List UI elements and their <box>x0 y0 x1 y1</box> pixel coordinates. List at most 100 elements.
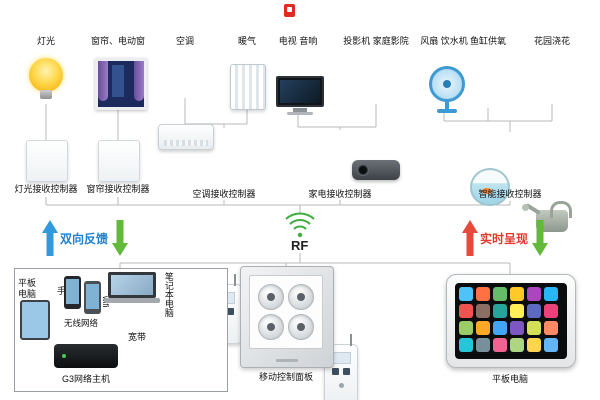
app-icon <box>510 321 524 335</box>
ctrl-key <box>227 308 234 315</box>
broadband-label: 宽带 <box>127 332 146 342</box>
window-pane <box>112 65 124 97</box>
panel-label: 移动控制面板 <box>258 372 313 382</box>
tv-stand <box>293 108 307 112</box>
panel-face <box>249 275 323 349</box>
app-icon <box>510 338 524 352</box>
phone-screen <box>66 279 79 304</box>
laptop-base <box>104 298 160 303</box>
antenna <box>350 334 352 346</box>
app-icon <box>476 338 490 352</box>
rf-signal-icon <box>285 212 315 238</box>
arrow-up-icon <box>462 220 478 256</box>
tablet-device <box>446 274 576 368</box>
fan-stem <box>445 102 449 109</box>
ctrl-key <box>343 368 350 375</box>
device-label-ac: 空调 <box>175 36 194 46</box>
receiver-label-ac: 空调接收控制器 <box>192 189 256 199</box>
fan-head <box>429 66 465 102</box>
panel-button[interactable] <box>288 314 314 340</box>
air-conditioner-icon <box>158 124 214 150</box>
wireless-network-label: 无线网络 <box>63 318 98 328</box>
mini-tablet-icon <box>20 300 50 340</box>
arrow-down-icon <box>112 220 128 256</box>
arrow-down-icon <box>532 220 548 256</box>
bulb-base <box>40 90 52 99</box>
app-icon <box>527 304 541 318</box>
tablet-label: 平板电脑 <box>491 374 528 384</box>
app-icon <box>459 321 473 335</box>
fishbowl-icon <box>470 168 510 206</box>
phone-screen <box>86 284 99 309</box>
app-icon <box>527 321 541 335</box>
fan-base <box>437 109 457 113</box>
watering-can-icon <box>522 201 572 232</box>
bulb-glass <box>29 58 63 92</box>
host-label: G3网络主机 <box>61 374 110 384</box>
receiver-label-smart: 智能接收控制器 <box>478 189 542 199</box>
device-label-heater: 暖气 <box>237 36 256 46</box>
app-icon <box>544 338 558 352</box>
projector-lens <box>357 164 369 176</box>
panel-button[interactable] <box>258 284 284 310</box>
device-label-projector: 投影机 家庭影院 <box>343 36 409 46</box>
arrow-up-icon <box>42 220 58 256</box>
network-host-icon <box>54 344 118 368</box>
device-label-garden: 花园浇花 <box>533 36 570 46</box>
app-icon <box>527 338 541 352</box>
app-icon <box>544 321 558 335</box>
panel-brand-mark <box>276 359 298 362</box>
rf-label: RF <box>291 238 309 253</box>
tv-screen-frame <box>276 76 324 107</box>
realtime-label: 实时呈现 <box>480 232 529 246</box>
curtain-window-icon <box>95 58 147 110</box>
tablet-screen[interactable] <box>455 283 567 359</box>
ctrl-display <box>331 352 351 364</box>
ctrl-key <box>332 368 339 375</box>
ctrl-dot <box>338 383 344 388</box>
ac-vent <box>164 140 208 146</box>
laptop-label: 笔记本电脑 <box>163 272 174 317</box>
curtain-receiver-box <box>98 140 140 182</box>
app-icon <box>493 338 507 352</box>
app-icon <box>459 287 473 301</box>
app-icon <box>476 287 490 301</box>
app-icon <box>476 321 490 335</box>
receiver-label-appliance: 家电接收控制器 <box>308 189 372 199</box>
app-icon <box>459 304 473 318</box>
tv-screen <box>280 80 320 103</box>
tv-foot <box>287 112 313 115</box>
curtain-left <box>98 61 108 101</box>
app-icon <box>493 304 507 318</box>
fan-icon <box>429 66 465 113</box>
panel-button[interactable] <box>288 284 314 310</box>
fish <box>482 188 492 194</box>
smartphone-icon <box>64 276 81 309</box>
ctrl-keys <box>325 368 357 375</box>
app-icon <box>493 321 507 335</box>
laptop-icon <box>108 272 156 298</box>
curtain-right <box>134 61 144 101</box>
app-icon <box>476 304 490 318</box>
device-label-fishtank: 鱼缸供氧 <box>469 36 506 46</box>
panel-button[interactable] <box>258 314 284 340</box>
router-led <box>62 354 66 358</box>
app-icon <box>544 287 558 301</box>
device-label-tv-audio: 电视 音响 <box>278 36 318 46</box>
can-nozzle <box>522 204 529 211</box>
app-icon <box>493 287 507 301</box>
tv-icon <box>276 76 324 115</box>
light-receiver-box <box>26 140 68 182</box>
smartphone-icon <box>84 281 101 314</box>
wall-control-panel <box>240 266 334 368</box>
app-icon <box>510 304 524 318</box>
watermark-logo <box>284 4 295 17</box>
receiver-label-light: 灯光接收控制器 <box>14 184 78 194</box>
app-icon <box>510 287 524 301</box>
antenna <box>234 274 236 286</box>
app-icon <box>459 338 473 352</box>
heater-icon <box>230 64 266 110</box>
device-label-light: 灯光 <box>36 36 55 46</box>
light-bulb-icon <box>29 58 63 99</box>
